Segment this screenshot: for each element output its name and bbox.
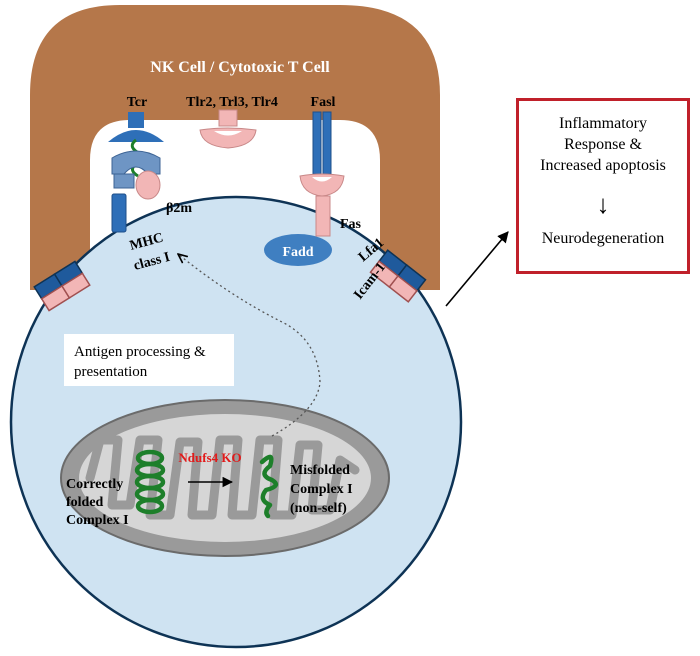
ko-label: Ndufs4 KO [178, 450, 241, 465]
adhesion-left [33, 260, 91, 312]
antigen-processing-box: Antigen processing & presentation [64, 334, 234, 386]
outcome-line-1: Inflammatory [559, 115, 647, 132]
antigen-line-2: presentation [74, 364, 148, 380]
correct-complex-coil [134, 449, 166, 515]
misfold-label-2: Complex I [290, 482, 353, 497]
correct-label-1: Correctly [66, 477, 123, 492]
tcr-label: Tcr [127, 95, 147, 110]
cell-title: NK Cell / Cytotoxic T Cell [150, 59, 330, 76]
b2m-label: β2m [166, 201, 192, 216]
outcome-result: Neurodegeneration [541, 230, 665, 247]
fas-label: Fas [340, 217, 362, 232]
fas-receptor [315, 195, 331, 237]
misfolded-complex [259, 454, 279, 519]
immune-cell-body [30, 5, 440, 290]
correct-label-3: Complex I [66, 513, 129, 528]
outcome-arrow [445, 231, 509, 307]
outcome-down-arrow: ↓ [596, 190, 610, 219]
adhesion-right [369, 249, 427, 303]
tcr-complex [108, 112, 164, 233]
outcome-line-3: Increased apoptosis [540, 157, 666, 174]
fadd-label: Fadd [282, 245, 313, 260]
correct-label-2: folded [66, 495, 104, 510]
misfold-label-3: (non-self) [290, 501, 347, 516]
misfold-label-1: Misfolded [290, 463, 350, 478]
fasl-label: Fasl [311, 95, 336, 110]
fasl-receptor [299, 111, 345, 197]
tlr-label: Tlr2, Trl3, Tlr4 [186, 95, 278, 110]
cristae [85, 435, 360, 520]
antigen-path [178, 254, 321, 437]
tlr-receptor [199, 109, 257, 149]
outcome-box: Inflammatory Response & Increased apopto… [516, 98, 690, 274]
fadd-oval [264, 234, 332, 266]
antigen-line-1: Antigen processing & [74, 344, 206, 360]
outcome-line-2: Response & [564, 136, 642, 153]
